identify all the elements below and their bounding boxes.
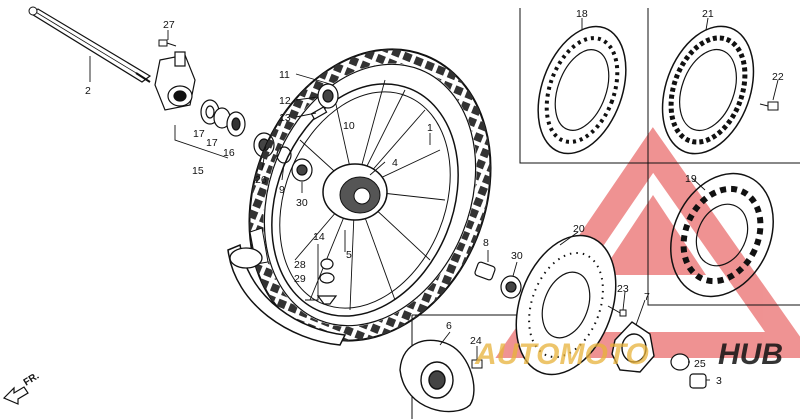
bearing-30-left — [291, 158, 313, 182]
label-13: 13 — [279, 112, 291, 124]
label-6: 6 — [446, 320, 452, 332]
label-2: 2 — [85, 85, 91, 97]
label-7: 7 — [644, 291, 650, 303]
label-5: 5 — [346, 249, 352, 261]
label-1: 1 — [427, 122, 433, 134]
leader-lines — [89, 17, 779, 381]
label-17a: 17 — [193, 128, 205, 140]
label-25: 25 — [694, 358, 706, 370]
label-11: 11 — [279, 69, 290, 81]
label-26: 26 — [255, 174, 267, 186]
cap-3 — [689, 373, 707, 389]
speedometer-seals — [200, 99, 246, 137]
watermark-text: AUTOMOTO HUB — [474, 338, 783, 371]
disc-hub-7 — [611, 321, 655, 373]
label-27: 27 — [163, 19, 175, 31]
label-30b: 30 — [511, 250, 523, 262]
label-22: 22 — [772, 71, 784, 83]
label-14: 14 — [313, 231, 325, 243]
part-labels: 27 2 15 17 17 16 26 9 30 11 12 13 10 1 4… — [85, 8, 784, 387]
front-axle — [28, 6, 152, 83]
collar-8 — [474, 261, 496, 281]
front-direction-indicator: FR. — [2, 371, 42, 405]
tube-valve — [310, 83, 339, 120]
label-8: 8 — [483, 237, 489, 249]
front-label: FR. — [22, 371, 42, 389]
label-12: 12 — [279, 95, 291, 107]
label-29: 29 — [294, 273, 306, 285]
front-arrow-icon — [2, 386, 29, 405]
bearing-30-right — [500, 275, 522, 299]
label-24: 24 — [470, 335, 482, 347]
label-10: 10 — [343, 120, 355, 132]
label-9: 9 — [279, 184, 285, 196]
label-17b: 17 — [206, 137, 218, 149]
bolt-22 — [759, 101, 779, 111]
rim-lock-set — [316, 258, 338, 305]
brake-disc-18 — [537, 25, 627, 155]
label-16: 16 — [223, 147, 235, 159]
brake-disc-21 — [661, 25, 755, 155]
bolt-27 — [158, 39, 177, 47]
label-18: 18 — [576, 8, 588, 20]
label-19: 19 — [685, 173, 697, 185]
hub-plate-6 — [399, 339, 475, 413]
front-wheel — [227, 48, 492, 346]
label-3: 3 — [716, 375, 722, 387]
label-28: 28 — [294, 259, 306, 271]
watermark-word-automoto: AUTOMOTO — [474, 338, 649, 371]
label-23: 23 — [617, 283, 629, 295]
brake-disc-20 — [515, 234, 617, 376]
label-20: 20 — [573, 223, 585, 235]
watermark-word-hub: HUB — [718, 338, 783, 371]
speedometer-gearbox — [154, 51, 196, 111]
label-30a: 30 — [296, 197, 308, 209]
nut-25 — [670, 353, 690, 371]
label-21: 21 — [702, 8, 714, 20]
label-15: 15 — [192, 165, 204, 177]
label-4: 4 — [392, 157, 398, 169]
brake-disc-19 — [670, 172, 774, 298]
